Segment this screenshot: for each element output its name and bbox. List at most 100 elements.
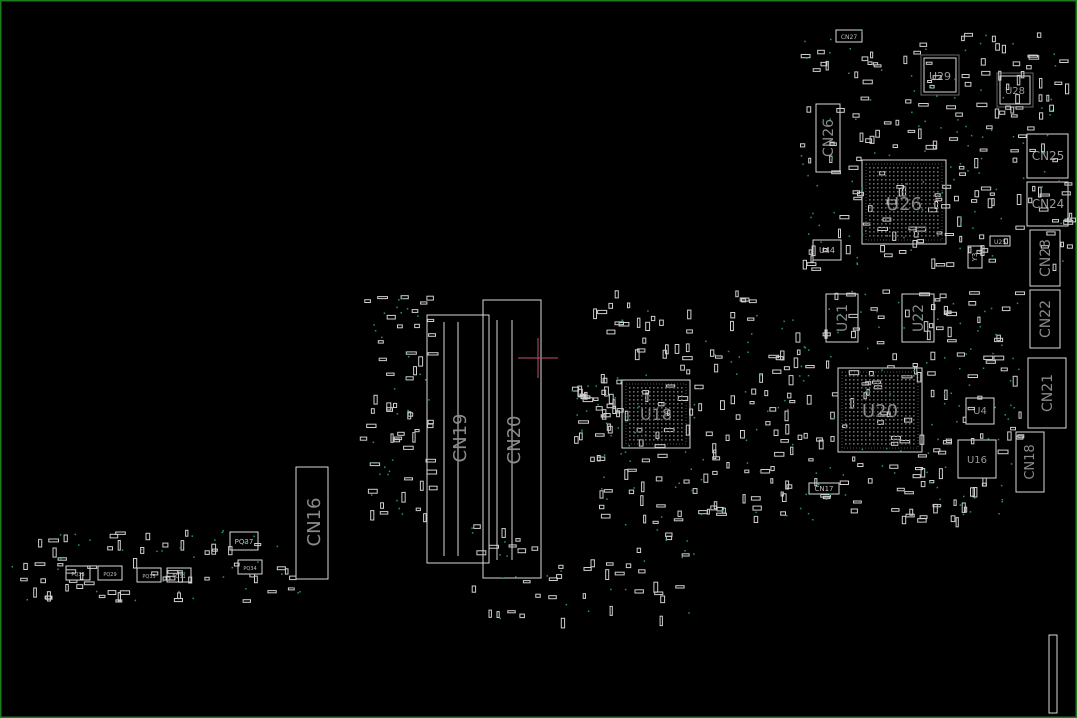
bga-ball (901, 435, 903, 437)
passive-pad (501, 528, 506, 538)
via (691, 489, 693, 492)
bga-ball (657, 411, 659, 413)
bga-ball (861, 399, 863, 401)
bga-ball (677, 395, 679, 397)
cn18-part[interactable]: CN18 (1015, 431, 1045, 493)
bga-ball (893, 403, 895, 405)
bga-ball (857, 415, 859, 417)
bga-ball (865, 399, 867, 401)
passive-pad (133, 558, 138, 569)
passive-pad (968, 246, 972, 254)
bga-ball (925, 199, 927, 201)
bga-ball (889, 179, 891, 181)
bga-ball (881, 223, 883, 225)
pq37-part[interactable]: PQ37 (229, 531, 259, 551)
via (624, 524, 627, 526)
cn23-part[interactable]: CN23 (1029, 229, 1061, 287)
cn19-part[interactable]: CN19 (426, 314, 490, 564)
passive-pad (641, 481, 645, 493)
bga-ball (653, 435, 655, 437)
bga-ball (913, 179, 915, 181)
passive-pad (1012, 157, 1018, 163)
pq35-part[interactable]: PQ35 (136, 567, 162, 583)
passive-pad (964, 81, 972, 87)
bga-ball (905, 439, 907, 441)
edge-connector[interactable] (1048, 634, 1058, 714)
bga-ball (873, 435, 875, 437)
passive-pad (517, 548, 527, 554)
via (1058, 180, 1060, 182)
bga-ball (897, 175, 899, 177)
bga-ball (905, 195, 907, 197)
passive-pad (1059, 59, 1069, 64)
bga-ball (865, 375, 867, 377)
passive-pad (599, 490, 604, 499)
passive-pad (917, 454, 927, 458)
passive-pad (662, 349, 667, 359)
bga-ball (869, 387, 871, 389)
via (913, 369, 915, 372)
bga-ball (673, 403, 675, 405)
bga-ball (661, 415, 663, 417)
cn20-part[interactable]: CN20 (482, 299, 542, 579)
bga-ball (897, 179, 899, 181)
via (889, 393, 891, 395)
passive-pad (856, 156, 862, 162)
cn27-part[interactable]: CN27 (835, 29, 863, 43)
u28-part[interactable]: U28 (996, 72, 1034, 108)
cn24-part[interactable]: CN24 (1026, 181, 1069, 227)
bga-ball (921, 223, 923, 225)
bga-ball (677, 439, 679, 441)
bga-ball (877, 379, 879, 381)
bga-ball (869, 427, 871, 429)
bga-ball (881, 211, 883, 213)
u21-part[interactable]: U21 (825, 293, 859, 343)
via (944, 466, 947, 468)
u22-part[interactable]: U22 (901, 293, 935, 343)
cn25-part[interactable]: CN25 (1026, 133, 1069, 179)
u25-part[interactable]: U25 (989, 235, 1011, 247)
passive-pad (173, 598, 183, 603)
passive-pad (730, 395, 735, 405)
bga-ball (905, 435, 907, 437)
cn16-part[interactable]: CN16 (295, 466, 329, 580)
bga-ball (845, 395, 847, 397)
passive-pad (890, 435, 901, 440)
bga-ball (905, 431, 907, 433)
cn25-label: CN25 (1032, 149, 1065, 163)
u4-part[interactable]: U4 (965, 397, 995, 425)
passive-pad (880, 245, 885, 253)
cn17-part[interactable]: CN17 (808, 482, 840, 495)
pq29-part[interactable]: PQ29 (97, 565, 123, 581)
passive-pad (1049, 104, 1054, 112)
cn22-part[interactable]: CN22 (1029, 289, 1061, 349)
bga-ball (873, 223, 875, 225)
y3-part[interactable]: Y3 (967, 245, 983, 269)
via (393, 388, 396, 390)
bga-ball (845, 415, 847, 417)
cn26-part[interactable]: CN26 (815, 103, 841, 173)
bga-ball (897, 235, 899, 237)
bga-ball (665, 399, 667, 401)
passive-pad (412, 432, 416, 443)
via (1012, 43, 1014, 45)
bga-ball (657, 435, 659, 437)
passive-pad (836, 108, 845, 113)
passive-pad (107, 546, 113, 551)
bga-ball (637, 403, 639, 405)
passive-pad (653, 581, 659, 593)
bga-ball (849, 423, 851, 425)
passive-pad (886, 199, 897, 205)
passive-pad (853, 500, 862, 504)
cn21-part[interactable]: CN21 (1027, 357, 1067, 429)
u16-part[interactable]: U16 (957, 439, 997, 479)
u29-part[interactable]: U29 (920, 54, 960, 96)
bga-ball (653, 395, 655, 397)
bga-ball (929, 203, 931, 205)
via (956, 421, 958, 423)
passive-pad (496, 611, 500, 618)
bga-ball (893, 423, 895, 425)
bga-ball (889, 171, 891, 173)
passive-pad (877, 420, 884, 425)
